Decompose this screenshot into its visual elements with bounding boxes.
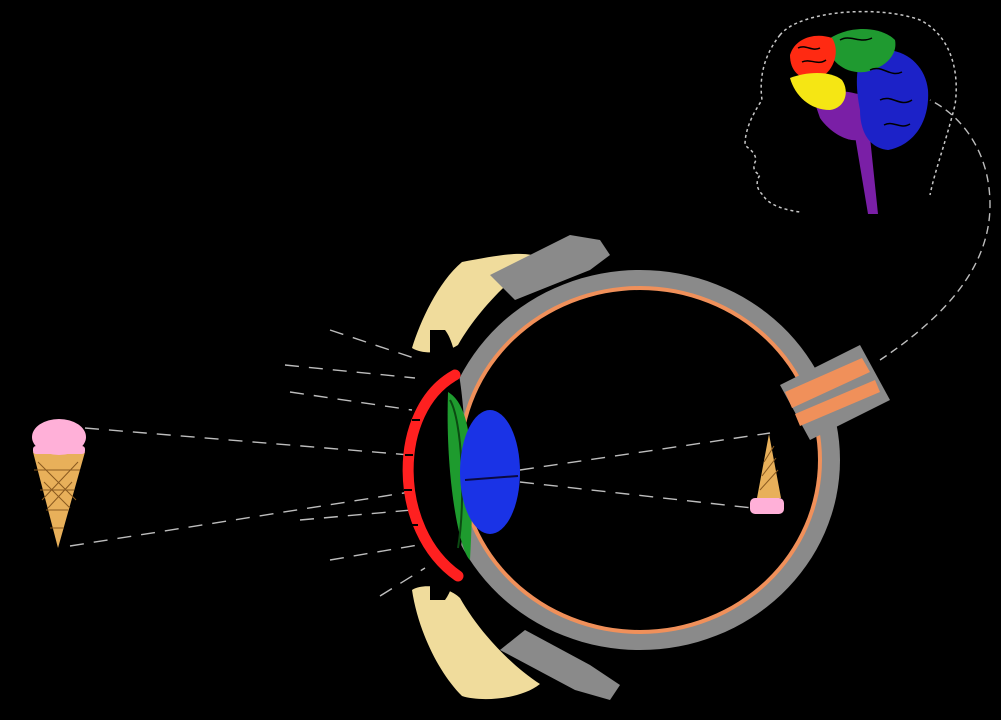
- cornea: [402, 369, 464, 582]
- brain-stem: [852, 118, 878, 214]
- optic-pathway: [879, 99, 991, 361]
- head-silhouette-icon: [744, 10, 957, 213]
- light-rays: [69, 329, 426, 597]
- lens: [460, 410, 520, 534]
- brain-icon: [790, 28, 929, 214]
- lower-eyelid: [412, 586, 540, 700]
- vitreous-chamber: [462, 290, 818, 630]
- eyeball-icon: [402, 270, 890, 650]
- focused-rays: [519, 432, 771, 511]
- lower-eye-muscle: [500, 630, 620, 700]
- brain-parietal: [825, 28, 896, 73]
- brain-frontal: [790, 35, 836, 80]
- upper-eye-muscle: [490, 235, 610, 300]
- iris: [447, 392, 473, 560]
- brain-temporal: [790, 73, 846, 110]
- ice-cream-icon: [32, 419, 86, 548]
- retinal-image-icon: [750, 434, 784, 514]
